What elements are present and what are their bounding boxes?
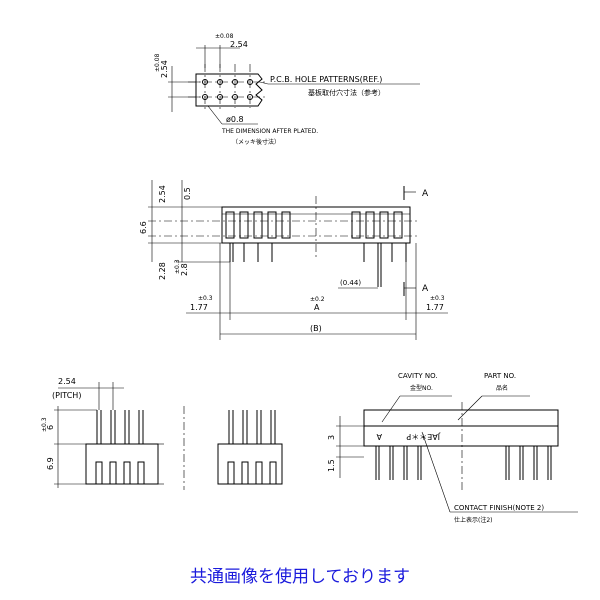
side-view <box>54 382 283 490</box>
pcb-pitch-dim: 2.54 <box>230 40 248 49</box>
section-mark-top: A <box>422 189 429 199</box>
pcb-hole-pattern <box>168 45 420 125</box>
side-pitch-label: (PITCH) <box>52 391 81 400</box>
top-dim-1-5: 1.5 <box>327 459 336 472</box>
front-view <box>148 180 448 340</box>
top-view <box>336 395 578 513</box>
pcb-plating-note: THE DIMENSION AFTER PLATED. <box>221 128 318 135</box>
caption: 共通画像を使用しております <box>190 567 410 587</box>
pcb-title-jp: 基板取付穴寸法（参考） <box>308 88 385 97</box>
front-pins <box>229 243 407 287</box>
contact-finish-label: CONTACT FINISH(NOTE 2) <box>454 504 544 512</box>
front-tol-a: ±0.2 <box>310 296 325 303</box>
front-dim-right: 1.77 <box>426 303 444 312</box>
pcb-row-tolerance: ±0.08 <box>154 53 161 72</box>
side-dim-6: 6 <box>46 425 55 430</box>
connector-drawing: ±0.08 2.54 ±0.08 2.54 P.C.B. HOLE PATTER… <box>41 33 578 524</box>
pcb-title: P.C.B. HOLE PATTERNS(REF.) <box>270 75 382 84</box>
front-dim-2-8: 2.8 <box>180 263 189 276</box>
part-marking: JAE＊＊P <box>406 432 441 441</box>
pcb-pitch-tolerance: ±0.08 <box>215 33 234 40</box>
pcb-hole-dim: ø0.8 <box>226 115 244 124</box>
top-pins <box>375 446 552 480</box>
side-pins-lower <box>95 461 277 485</box>
front-tol-2-8: ±0.3 <box>174 259 181 274</box>
side-pitch-dim: 2.54 <box>58 377 76 386</box>
top-dim-3: 3 <box>327 435 336 440</box>
front-tol-left: ±0.3 <box>198 295 213 302</box>
pcb-plating-note-jp: （メッキ後寸法） <box>232 138 280 146</box>
side-pins-upper <box>96 410 276 444</box>
part-no-label: PART NO. <box>484 372 516 380</box>
front-tol-right: ±0.3 <box>430 295 445 302</box>
contact-finish-label-jp: 仕上表示(注2) <box>454 516 493 524</box>
section-mark-bottom: A <box>422 284 429 294</box>
cavity-no-label: CAVITY NO. <box>398 372 438 380</box>
pcb-row-dim: 2.54 <box>160 60 169 78</box>
side-tol-6: ±0.3 <box>41 417 48 432</box>
front-dim-a: A <box>314 303 320 312</box>
front-contacts-right <box>351 211 403 239</box>
side-dim-6-9: 6.9 <box>46 457 55 470</box>
front-dim-0-44: (0.44) <box>340 279 361 287</box>
front-dim-0-5: 0.5 <box>183 187 192 200</box>
cavity-no-label-jp: 金型NO. <box>410 384 433 392</box>
front-dim-b: (B) <box>310 324 322 333</box>
part-no-label-jp: 品名 <box>496 384 508 392</box>
front-dim-6-6: 6.6 <box>139 221 148 234</box>
front-contacts-left <box>225 211 291 239</box>
front-dim-2-28: 2.28 <box>158 262 167 280</box>
front-dim-2-54: 2.54 <box>158 185 167 203</box>
front-dim-left: 1.77 <box>190 303 208 312</box>
pcb-holes <box>202 79 253 100</box>
cavity-marking: A <box>376 432 382 441</box>
